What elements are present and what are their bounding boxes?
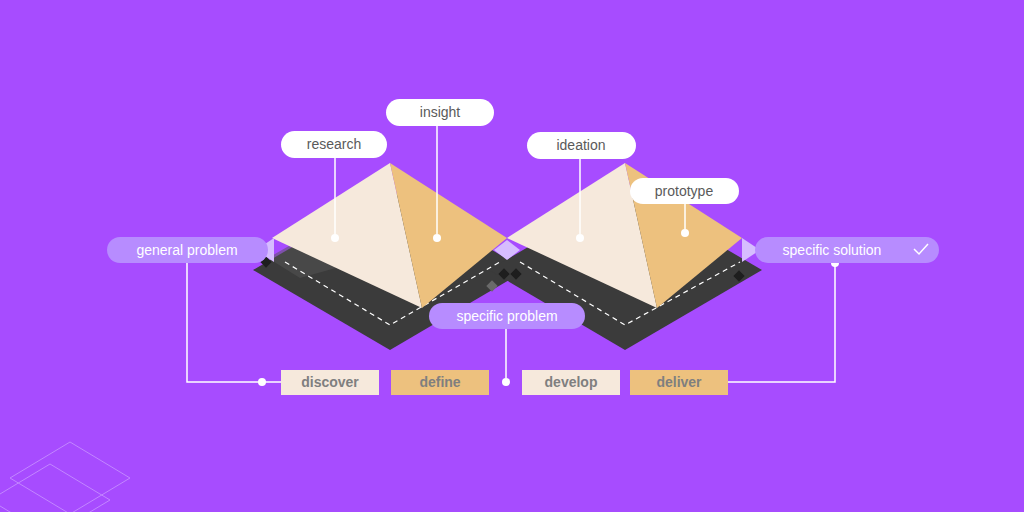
leader-connector <box>728 263 835 382</box>
stage-pill: insight <box>386 99 494 126</box>
node-label: ideation <box>556 137 605 153</box>
leader-connector <box>187 263 281 382</box>
solution-pill: specific solution <box>755 237 939 263</box>
node-label: specific solution <box>783 242 882 258</box>
node-label: define <box>419 374 460 390</box>
phase-box: develop <box>522 370 620 395</box>
node-label: general problem <box>136 242 237 258</box>
tip-marker <box>256 238 760 262</box>
node-label: insight <box>420 104 460 120</box>
node-label: research <box>307 136 361 152</box>
pyramid <box>272 163 742 308</box>
phase-box: discover <box>281 370 379 395</box>
node-label: deliver <box>656 374 701 390</box>
leader-line <box>335 125 685 378</box>
leader-dot <box>258 229 839 386</box>
phase-box: define <box>391 370 489 395</box>
stage-pill: research <box>281 131 387 158</box>
node-label: discover <box>301 374 359 390</box>
node-label: prototype <box>655 183 713 199</box>
node-label: develop <box>545 374 598 390</box>
problem-pill: specific problem <box>429 303 585 329</box>
phase-box: deliver <box>630 370 728 395</box>
problem-pill: general problem <box>107 237 268 263</box>
decor-outline <box>0 442 130 512</box>
node-label: specific problem <box>456 308 557 324</box>
stage-pill: prototype <box>630 178 739 204</box>
stage-pill: ideation <box>527 132 636 159</box>
